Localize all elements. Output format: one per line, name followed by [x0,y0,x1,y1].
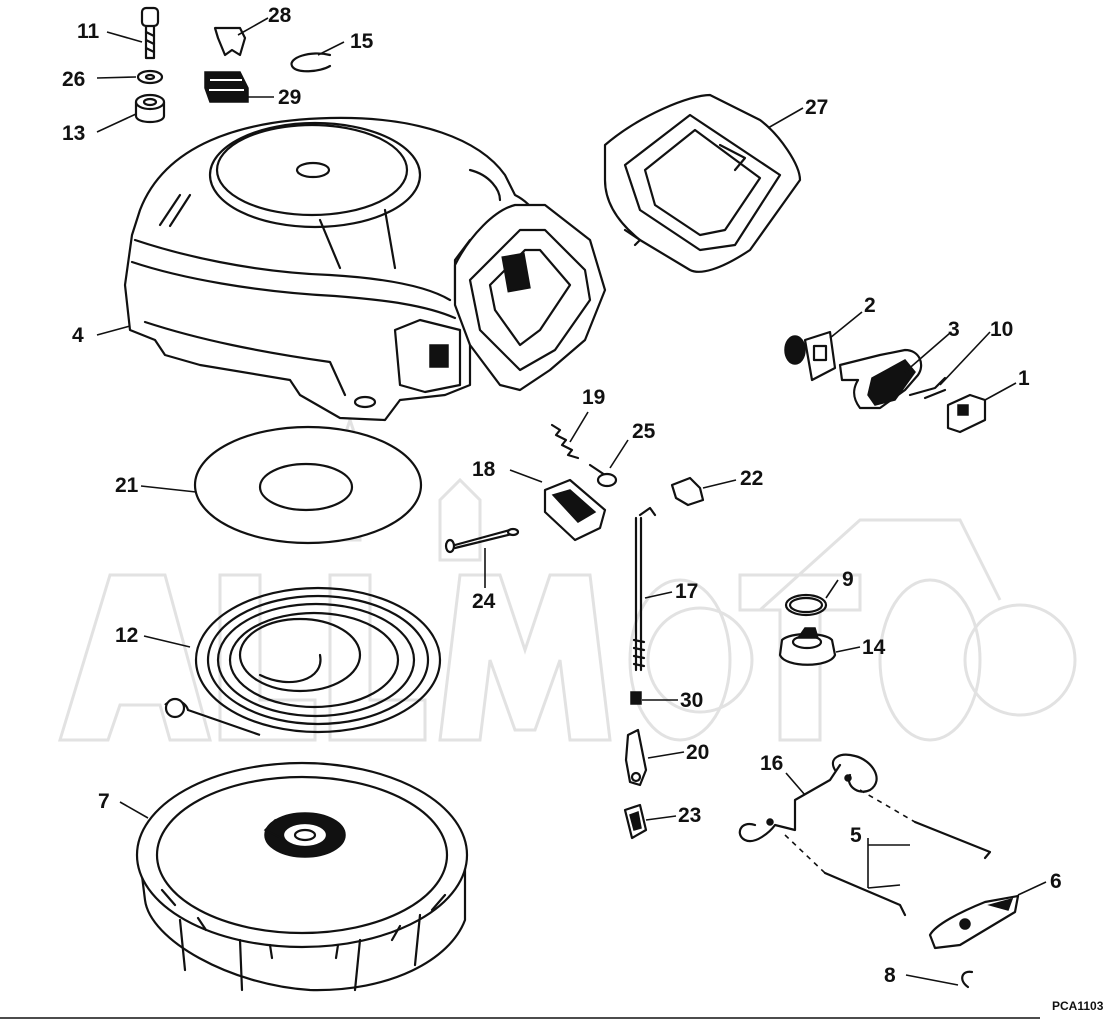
callout-12: 12 [115,624,138,647]
part-17-rod [632,506,657,672]
part-4-starter-housing [123,116,547,422]
part-25-pin [588,463,618,488]
part-10-pin [908,376,947,400]
part-1-clip [946,393,987,434]
callout-8: 8 [884,964,896,987]
callout-15: 15 [350,30,374,53]
callout-24: 24 [472,590,496,613]
callout-25: 25 [632,420,656,443]
part-13-nut [134,93,166,124]
callout-3: 3 [948,318,960,341]
part-22-cap [670,476,705,507]
watermark-logo [57,415,1077,742]
part-30-nut [630,691,642,705]
part-11-screw [140,6,160,60]
part-21-plate [193,425,423,545]
part-23-clip [623,803,648,840]
callout-10: 10 [990,318,1013,341]
callout-29: 29 [278,86,301,109]
figure-code: PCA1103 [1052,999,1104,1013]
callout-1: 1 [1018,367,1030,390]
part-29-boot [204,71,249,103]
callout-23: 23 [678,804,701,827]
callout-9: 9 [842,568,854,591]
callout-14: 14 [862,636,886,659]
callout-21: 21 [115,474,139,497]
part-5-springs [784,789,992,917]
part-2-plug [784,330,837,382]
callout-11: 11 [77,20,100,43]
part-27-frame [453,93,802,392]
callout-6: 6 [1050,870,1062,893]
callout-labels: 11 26 13 28 15 29 27 4 2 3 10 1 19 25 18… [62,4,1104,1013]
callout-13: 13 [62,122,85,145]
callout-2: 2 [864,294,876,317]
callout-26: 26 [62,68,85,91]
callout-27: 27 [805,96,828,119]
part-24-pin [444,527,520,554]
part-3-handle [838,348,923,410]
callout-18: 18 [472,458,496,481]
callout-16: 16 [760,752,783,775]
callout-7: 7 [98,790,110,813]
callout-22: 22 [740,467,763,490]
part-8-e-clip [961,970,974,989]
callout-28: 28 [268,4,292,27]
part-28-fuse [213,26,247,57]
callout-30: 30 [680,689,703,712]
callout-4: 4 [72,324,84,347]
part-19-spring [550,423,580,460]
callout-20: 20 [686,741,709,764]
part-18-block [543,478,607,542]
part-7-pulley [135,761,469,992]
callout-19: 19 [582,386,605,409]
callout-5: 5 [850,824,862,847]
callout-17: 17 [675,580,698,603]
part-12-spring [164,586,442,737]
part-9-o-ring [784,593,828,617]
part-20-link [624,728,648,787]
leader-lines [96,17,1047,986]
part-14-knob [778,627,837,666]
part-15-clip [290,52,332,73]
part-6-lever [928,894,1020,950]
part-26-washer [136,69,164,85]
part-16-spring-wire [738,753,878,843]
